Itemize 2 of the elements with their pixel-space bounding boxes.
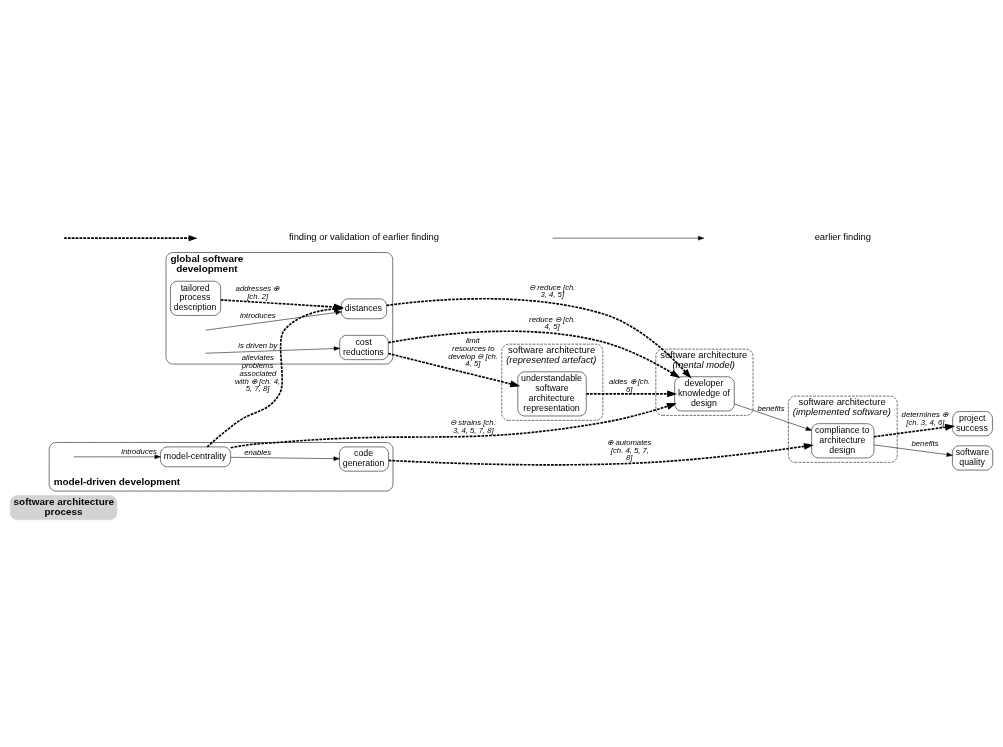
- legend-label: earlier finding: [814, 231, 871, 242]
- legend-label: finding or validation of earlier finding: [288, 231, 440, 242]
